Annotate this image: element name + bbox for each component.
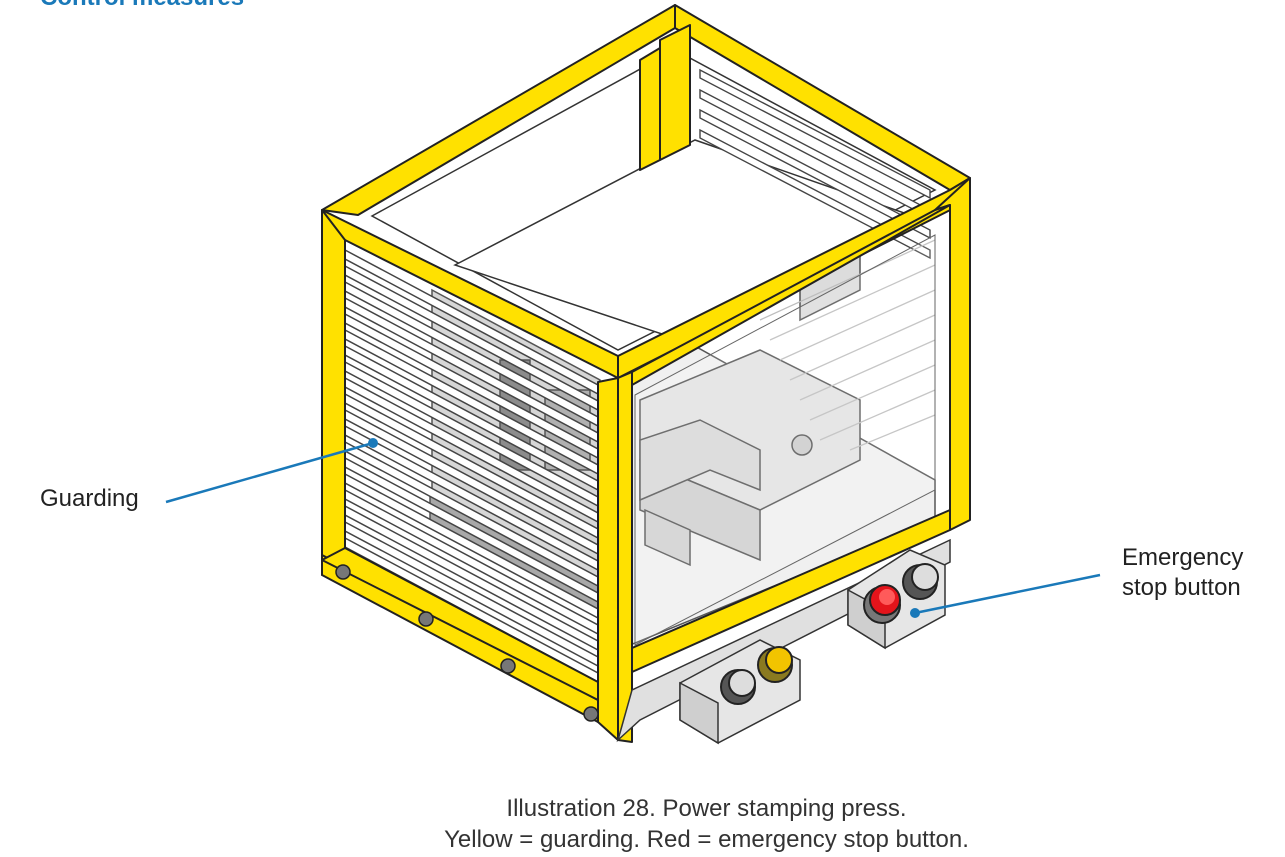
figure-caption: Illustration 28. Power stamping press. Y… [0,793,1285,855]
caption-line-1: Illustration 28. Power stamping press. [506,795,907,822]
estop-leader-dot [910,608,920,618]
guarding-frame [321,4,971,743]
emergency-stop-button[interactable] [863,584,901,624]
frame-bolts [335,564,599,722]
estop-leader-line [914,573,1101,615]
guarding-label: Guarding [40,485,139,512]
guarding-leader-dot [368,438,378,448]
emergency-stop-label: Emergency stop button [1122,543,1243,603]
section-heading: Control measures [40,0,244,10]
guarding-leader-line [165,441,374,504]
guarding-bars-back [699,68,931,260]
guarding-panel-right [759,239,936,451]
button-grey-left[interactable] [720,669,756,705]
emergency-stop-label-line1: Emergency [1122,544,1244,571]
caption-line-2: Yellow = guarding. Red = emergency stop … [444,826,969,853]
guarding-bars-left [344,248,599,684]
stop-button-grey[interactable] [902,563,939,600]
start-button-yellow[interactable] [757,646,793,683]
emergency-stop-label-line2: stop button [1122,574,1241,601]
